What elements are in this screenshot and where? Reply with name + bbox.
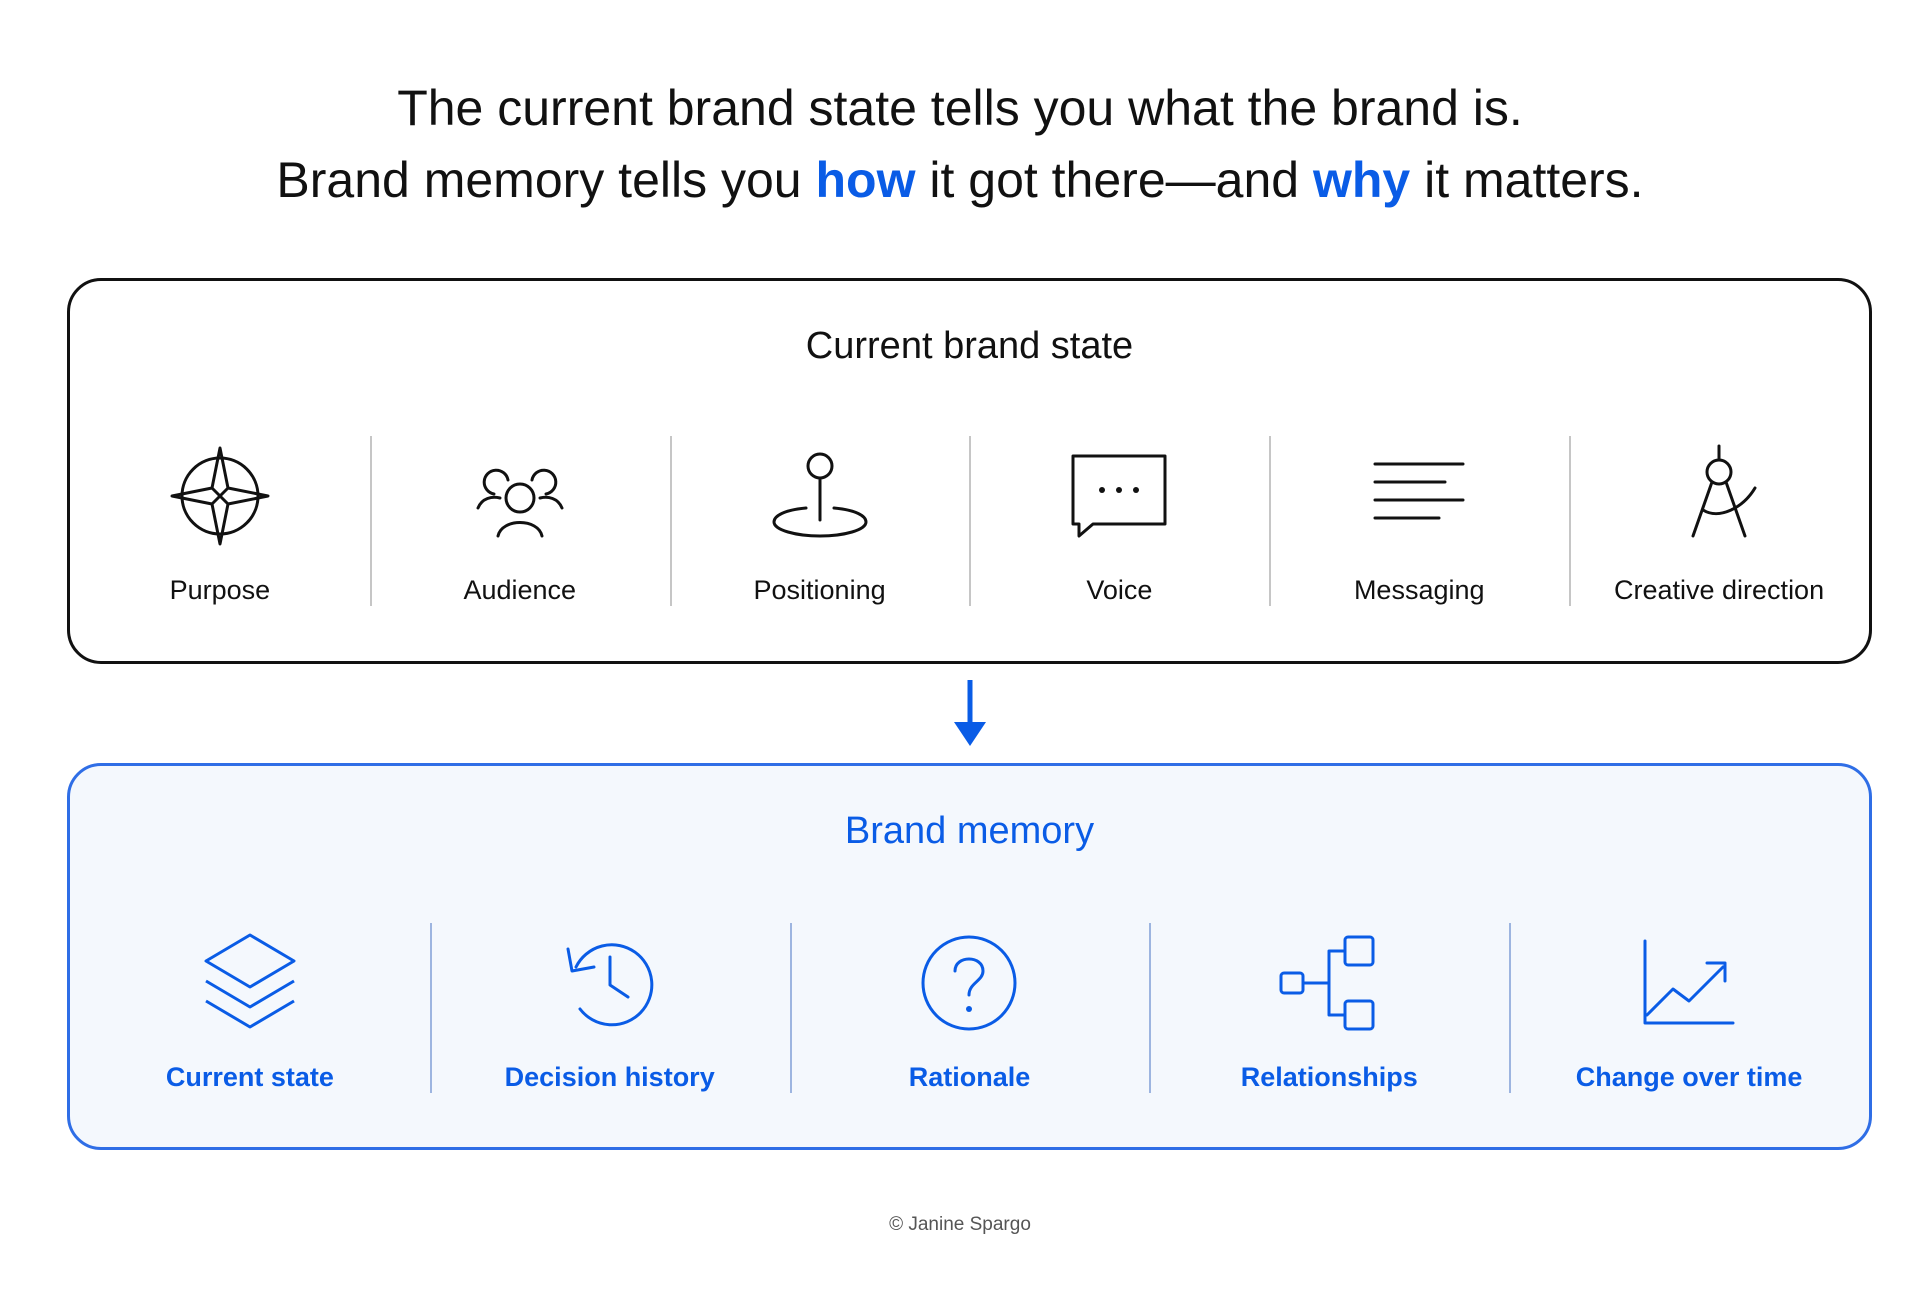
current-brand-state-panel: Current brand state Purpose Audience <box>67 278 1872 664</box>
state-item-positioning: Positioning <box>669 436 970 606</box>
brand-memory-title: Brand memory <box>844 810 1095 852</box>
question-circle-icon <box>921 935 1017 1031</box>
state-item-label: Purpose <box>169 575 271 605</box>
state-item-label: Messaging <box>1353 575 1485 605</box>
trend-chart-icon <box>1643 939 1735 1025</box>
state-item-label: Positioning <box>753 575 886 605</box>
memory-item-rationale: Rationale <box>789 923 1150 1093</box>
arrow-down-icon <box>954 680 986 746</box>
highlight-how: how <box>815 152 916 208</box>
highlight-why: why <box>1312 152 1411 208</box>
memory-item-label: Relationships <box>1240 1062 1418 1092</box>
headline-line-2-part-c: it matters. <box>1410 152 1644 208</box>
hierarchy-icon <box>1279 935 1375 1031</box>
state-item-audience: Audience <box>369 436 670 606</box>
memory-item-label: Current state <box>165 1062 334 1092</box>
copyright-credit: © Janine Spargo <box>889 1214 1031 1235</box>
brand-memory-panel: Brand memory Current state Decision hist… <box>67 763 1872 1150</box>
memory-item-label: Rationale <box>908 1062 1031 1092</box>
state-item-purpose: Purpose <box>70 436 370 606</box>
state-item-label: Creative direction <box>1614 575 1825 605</box>
people-icon <box>476 468 564 538</box>
current-brand-state-title: Current brand state <box>805 325 1134 367</box>
headline-line-2-part-b: it got there—and <box>915 152 1313 208</box>
memory-item-current-state: Current state <box>70 923 430 1093</box>
compass-icon <box>170 446 270 546</box>
headline: The current brand state tells you what t… <box>0 72 1920 216</box>
state-item-creative-direction: Creative direction <box>1569 436 1869 606</box>
headline-line-2: Brand memory tells you how it got there—… <box>0 144 1920 216</box>
memory-item-relationships: Relationships <box>1149 923 1509 1093</box>
current-brand-state-items: Purpose Audience Positioning <box>70 436 1869 606</box>
speech-bubble-icon <box>1071 454 1167 538</box>
state-item-messaging: Messaging <box>1269 436 1569 606</box>
brand-memory-items: Current state Decision history Rationale <box>70 923 1869 1093</box>
memory-item-decision-history: Decision history <box>429 923 790 1093</box>
state-item-voice: Voice <box>969 436 1269 606</box>
memory-item-label: Change over time <box>1575 1062 1803 1092</box>
text-lines-icon <box>1373 462 1465 520</box>
history-icon <box>566 943 653 1027</box>
headline-line-2-part-a: Brand memory tells you <box>276 152 816 208</box>
layers-icon <box>204 933 296 1029</box>
state-item-label: Audience <box>463 575 577 605</box>
headline-line-1: The current brand state tells you what t… <box>397 80 1523 136</box>
state-item-label: Voice <box>1086 575 1153 605</box>
memory-item-label: Decision history <box>504 1062 715 1092</box>
drawing-compass-icon <box>1691 444 1757 538</box>
map-pin-icon <box>772 452 868 538</box>
memory-item-change-over-time: Change over time <box>1509 923 1869 1093</box>
